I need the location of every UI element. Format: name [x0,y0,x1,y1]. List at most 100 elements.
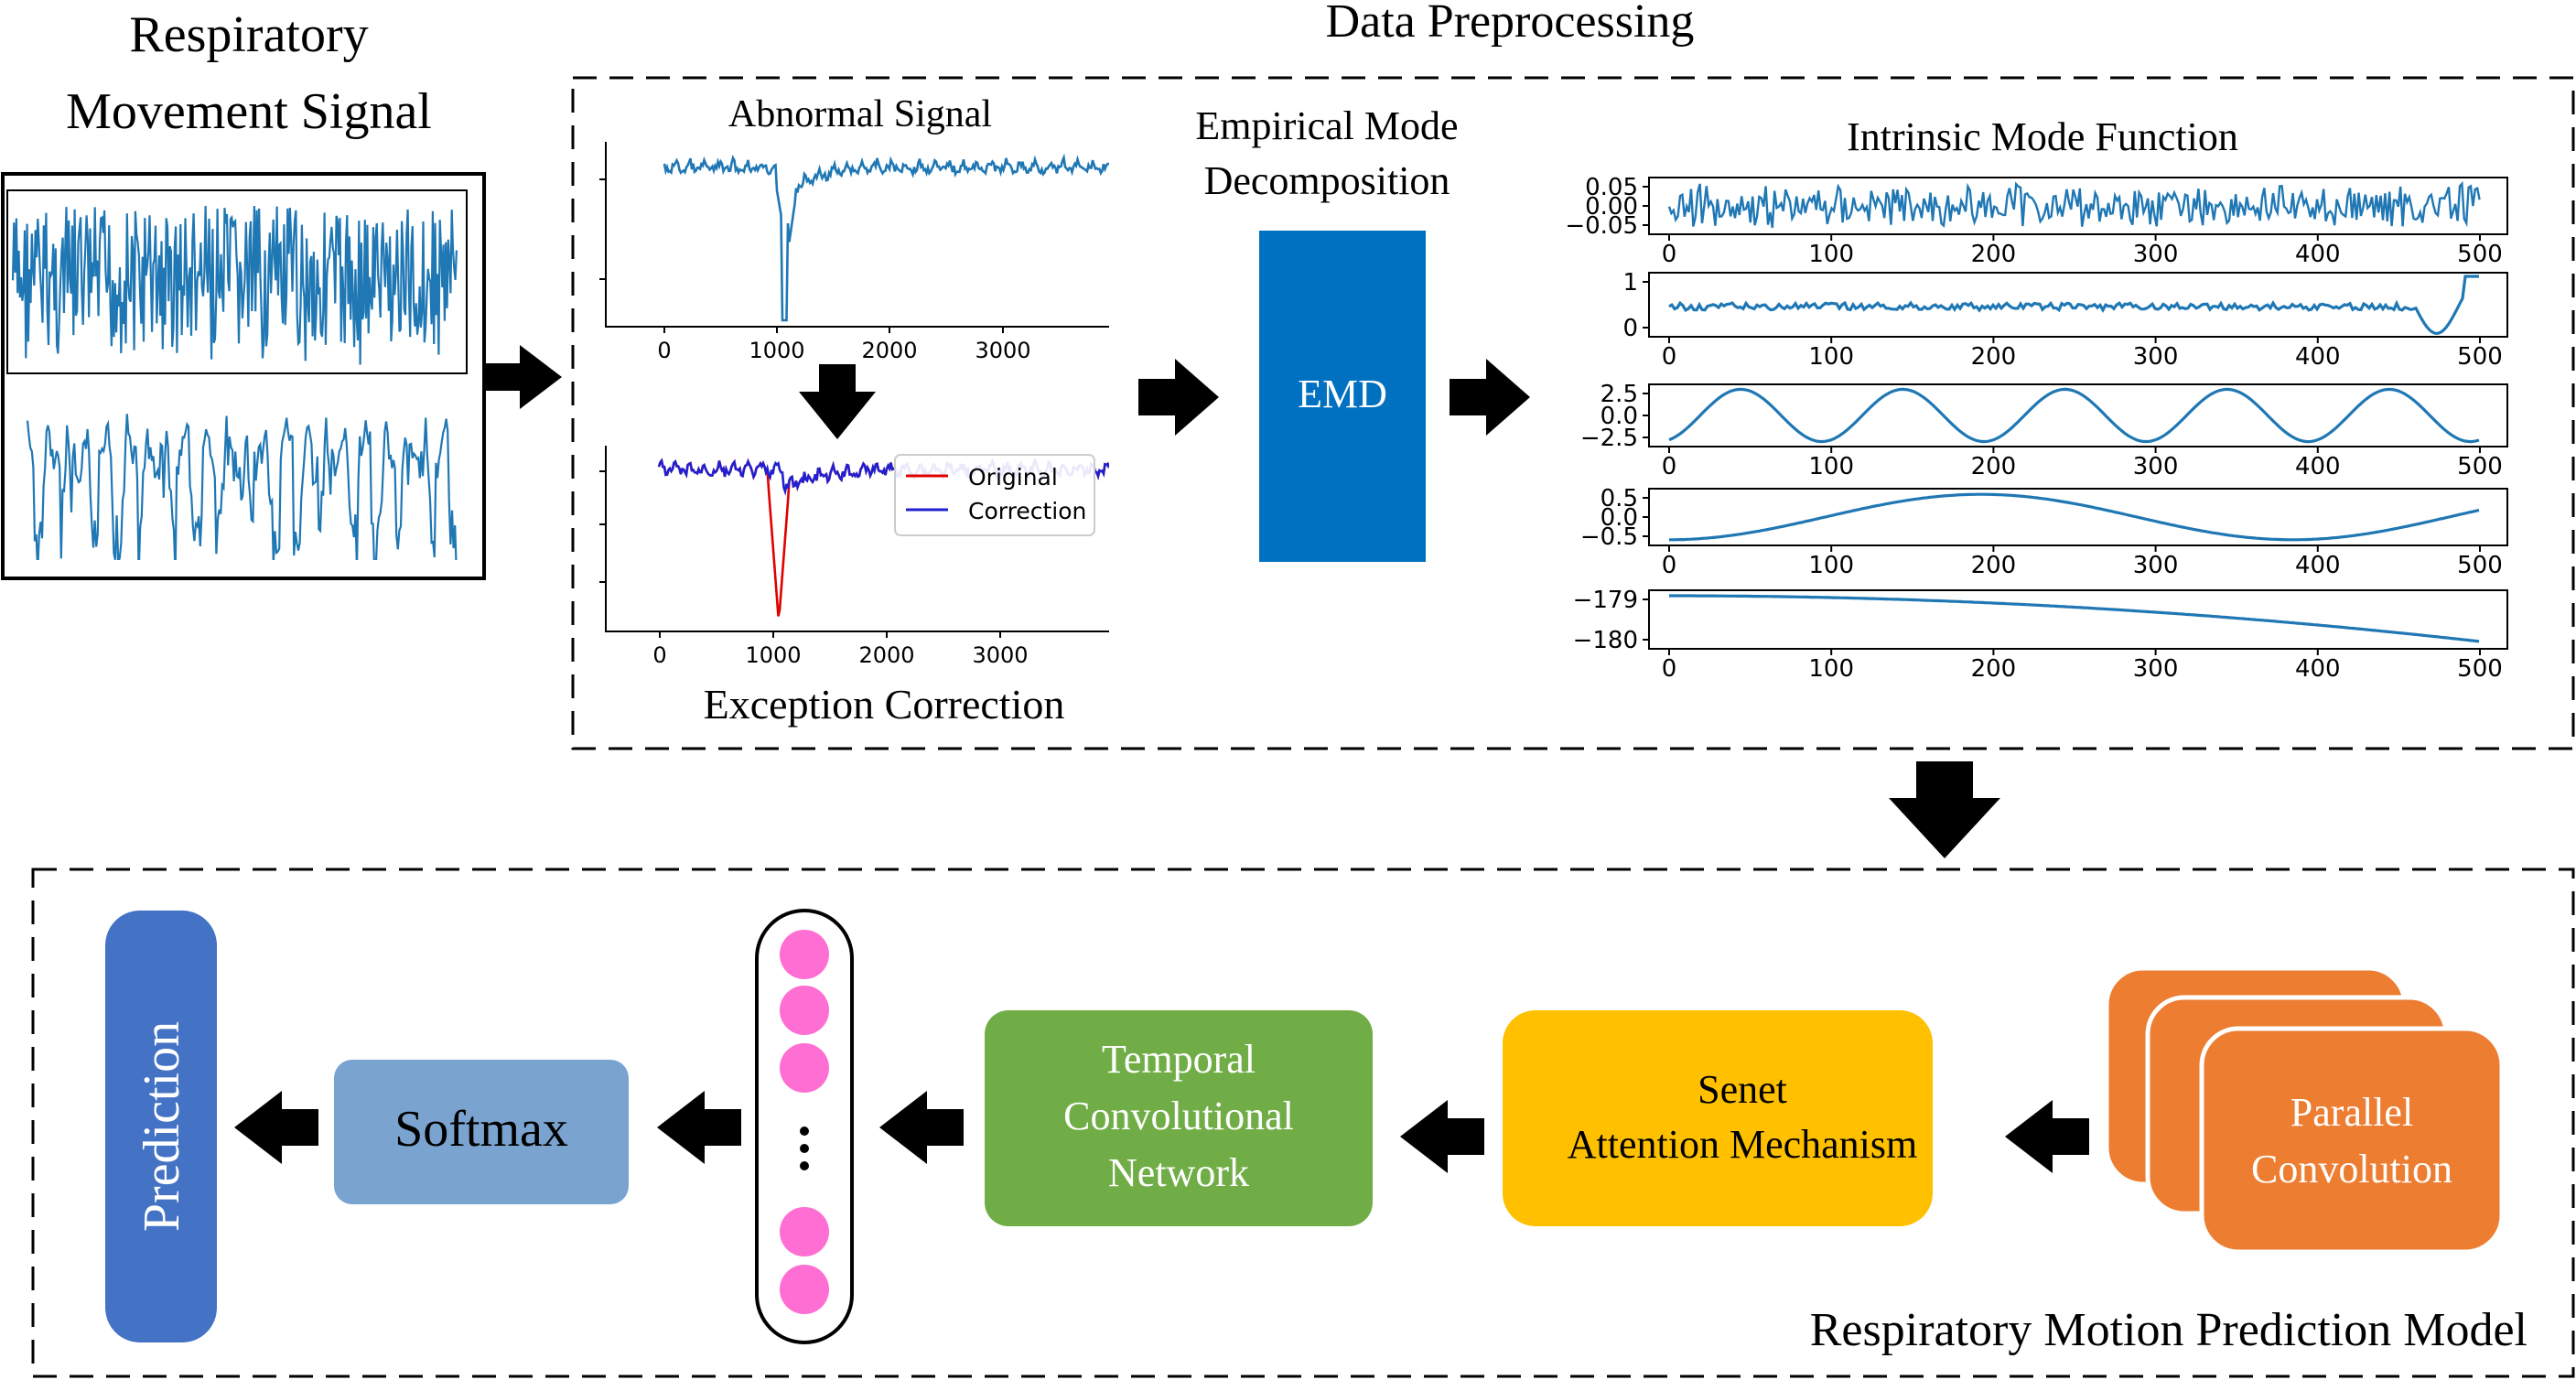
imf-xtick-label: 0 [1662,655,1677,683]
arrow-right-icon [1138,359,1219,436]
conv-label-line1: Parallel [2290,1090,2413,1135]
correction-xaxis-tick-label: 1000 [745,642,801,668]
imf-ytick-label: −0.5 [1580,523,1638,551]
softmax-label: Softmax [394,1101,568,1158]
emd-block [1259,231,1426,562]
imf-trace [1667,180,2481,229]
imf-ytick-label: 0 [1622,315,1638,342]
input-signal-inner-frame [6,189,468,374]
imf-ytick-label: 0.5 [1601,485,1638,512]
imf-xtick-label: 300 [2133,552,2179,579]
imf-ytick-label: 1 [1622,269,1638,296]
senet-label-line2: Attention Mechanism [1568,1122,1918,1167]
senet-label-line1: Senet [1698,1067,1787,1112]
legend-original-label: Original [968,464,1058,491]
imf-xtick-label: 0 [1662,241,1677,268]
abnormal-xaxis-tick-label: 3000 [975,338,1030,363]
legend-correction-label: Correction [968,498,1086,524]
arrow-left-icon [879,1091,964,1164]
imf-plot-frame [1648,272,2508,338]
imf-ytick-label: −180 [1573,627,1638,654]
imf-plot-frame [1648,488,2508,546]
arrow-left-icon [1400,1100,1484,1173]
tcn-label-line3: Network [1108,1150,1249,1195]
imf-xtick-label: 300 [2133,241,2179,268]
imf-ytick-label: −179 [1573,587,1638,614]
arrow-right-icon [483,345,562,409]
prediction-label: Prediction [134,1021,190,1232]
prediction-block [105,911,217,1342]
imf-xtick-label: 500 [2457,343,2503,371]
imf-title: Intrinsic Mode Function [1847,114,2238,159]
imf-ytick-label: 0.0 [1601,504,1638,532]
abnormal-signal-title: Abnormal Signal [728,93,992,135]
imf-xtick-label: 500 [2457,453,2503,480]
imf-xtick-label: 400 [2295,552,2341,579]
imf-plot-frame [1648,589,2508,650]
imf-xtick-label: 300 [2133,453,2179,480]
imf-xtick-label: 500 [2457,552,2503,579]
imf-xtick-label: 500 [2457,241,2503,268]
imf-xtick-label: 400 [2295,343,2341,371]
imf-ytick-label: 0.0 [1601,403,1638,430]
imf-ytick-label: 0.05 [1585,174,1638,201]
preprocessing-title: Data Preprocessing [1326,0,1695,48]
imf-xtick-label: 100 [1808,343,1854,371]
input-signal-trace-dense [11,205,458,365]
arrow-right-icon [1450,359,1530,436]
imf-xtick-label: 200 [1971,343,2017,371]
abnormal-xaxis-tick-label: 2000 [861,338,917,363]
exception-correction-title: Exception Correction [704,681,1065,728]
input-title-line1: Respiratory [129,6,368,63]
imf-xtick-label: 100 [1808,453,1854,480]
imf-xtick-label: 100 [1808,552,1854,579]
abnormal-signal-axes [599,142,1109,328]
arrow-left-icon [234,1091,318,1164]
arrow-down-icon [799,364,876,439]
imf-xtick-label: 0 [1662,343,1677,371]
tcn-block [985,1010,1373,1226]
imf-xtick-label: 500 [2457,655,2503,683]
abnormal-xaxis-tick-label: 1000 [749,338,804,363]
imf-xtick-label: 400 [2295,453,2341,480]
imf-ytick-label: −2.5 [1580,425,1638,452]
softmax-block [334,1060,629,1204]
imf-xtick-label: 0 [1662,552,1677,579]
arrow-down-icon [1889,761,2000,858]
imf-ytick-label: 0.00 [1585,193,1638,221]
abnormal-signal-trace [663,153,1109,322]
input-signal-trace-segment [26,414,458,560]
imf-xtick-label: 100 [1808,241,1854,268]
tcn-label-line2: Convolutional [1063,1094,1294,1138]
correction-axes [599,446,1109,632]
correction-xaxis-tick-label: 0 [652,642,666,668]
emd-title-line2: Decomposition [1204,158,1450,203]
imf-xtick-label: 300 [2133,343,2179,371]
conv-label-line2: Convolution [2251,1147,2452,1191]
neuron-layer [755,909,854,1344]
parallel-convolution-block [2199,1026,2505,1255]
preprocessing-frame [571,76,2575,750]
input-title-line2: Movement Signal [66,83,432,140]
emd-label: EMD [1298,372,1387,416]
imf-xtick-label: 200 [1971,552,2017,579]
model-frame [31,868,2575,1378]
arrow-left-icon [2005,1100,2089,1173]
imf-trace [1669,492,2480,542]
correction-xaxis-tick-label: 3000 [972,642,1028,668]
parallel-convolution-stack [2104,965,2505,1255]
arrow-left-icon [657,1091,741,1164]
tcn-label-line1: Temporal [1102,1037,1256,1082]
imf-xtick-label: 200 [1971,453,2017,480]
imf-trace [1669,594,2480,643]
imf-xtick-label: 300 [2133,655,2179,683]
imf-trace [1668,275,2479,335]
imf-trace [1668,387,2480,444]
imf-xtick-label: 200 [1971,241,2017,268]
imf-ytick-label: 2.5 [1601,381,1638,408]
senet-block [1503,1010,1933,1226]
imf-xtick-label: 200 [1971,655,2017,683]
imf-xtick-label: 400 [2295,241,2341,268]
imf-xtick-label: 100 [1808,655,1854,683]
imf-xtick-label: 0 [1662,453,1677,480]
